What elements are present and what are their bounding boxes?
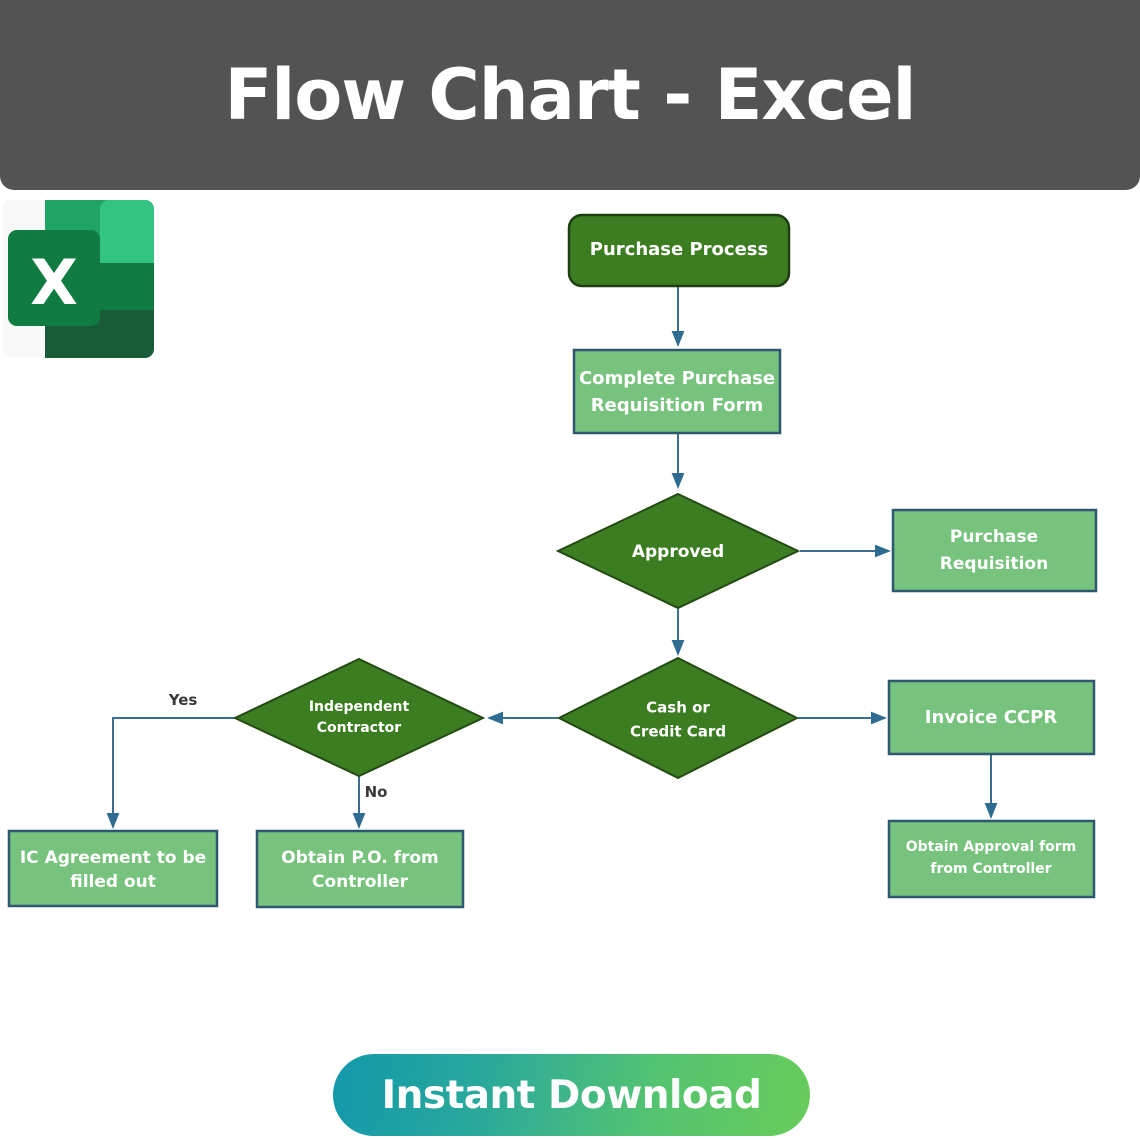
connector-group (106, 286, 998, 829)
node-ic-agreement[interactable]: IC Agreement to be filled out (7, 829, 219, 908)
node-purchase-requisition-line2: Requisition (940, 554, 1048, 574)
excel-logo: X (0, 197, 158, 362)
node-obtain-approval-form-from-controller-line1: Obtain Approval form (906, 839, 1077, 855)
node-cash-or-credit-card-line2: Credit Card (630, 723, 726, 741)
node-obtain-po-from-controller-shape[interactable] (255, 829, 465, 909)
node-obtain-po-from-controller-line1: Obtain P.O. from (281, 848, 439, 868)
node-obtain-approval-form-from-controller-line2: from Controller (930, 861, 1051, 877)
edge-label-yes: Yes (168, 691, 198, 709)
node-purchase-process-shape[interactable] (567, 213, 791, 288)
node-independent-contractor-line1: Independent (309, 699, 410, 715)
node-purchase-process-label: Purchase Process (590, 239, 768, 260)
node-obtain-po-from-controller[interactable]: Obtain P.O. from Controller (255, 829, 465, 909)
node-purchase-process[interactable]: Purchase Process (567, 213, 791, 288)
node-cash-or-credit-card[interactable]: Cash or Credit Card (556, 656, 800, 780)
node-complete-purchase-requisition-form-line2: Requisition Form (591, 395, 764, 416)
node-ic-agreement-line1: IC Agreement to be (20, 848, 206, 868)
node-independent-contractor-shape[interactable] (232, 657, 486, 778)
node-approved-shape[interactable] (555, 492, 801, 610)
node-obtain-approval-form-from-controller[interactable]: Obtain Approval form from Controller (887, 819, 1096, 899)
node-complete-purchase-requisition-form-line1: Complete Purchase (579, 368, 775, 389)
node-ic-agreement-line2: filled out (70, 872, 156, 892)
node-obtain-po-from-controller-line2: Controller (312, 872, 409, 892)
header-banner: Flow Chart - Excel (0, 0, 1140, 190)
excel-logo-icon: X (2, 200, 154, 358)
node-invoice-ccpr-label: Invoice CCPR (925, 707, 1058, 728)
node-invoice-ccpr[interactable]: Invoice CCPR (887, 679, 1096, 756)
node-invoice-ccpr-shape[interactable] (887, 679, 1096, 756)
edge-contractor-yes-to-ic-agreement (106, 717, 235, 829)
node-approved-label: Approved (632, 542, 724, 562)
flowchart-canvas: Yes No Purchase Process Complete Purchas… (0, 190, 1140, 950)
node-cash-or-credit-card-shape[interactable] (556, 656, 800, 780)
edge-label-no: No (365, 783, 388, 801)
node-obtain-approval-form-from-controller-shape[interactable] (887, 819, 1096, 899)
page-title: Flow Chart - Excel (224, 54, 916, 136)
node-cash-or-credit-card-line1: Cash or (646, 699, 710, 717)
node-independent-contractor-line2: Contractor (317, 720, 402, 736)
node-complete-purchase-requisition-form[interactable]: Complete Purchase Requisition Form (572, 348, 782, 435)
excel-logo-letter: X (30, 246, 78, 319)
node-purchase-requisition-shape[interactable] (891, 508, 1098, 593)
node-approved[interactable]: Approved (555, 492, 801, 610)
node-purchase-requisition-line1: Purchase (950, 527, 1038, 547)
instant-download-label: Instant Download (381, 1072, 762, 1118)
node-purchase-requisition[interactable]: Purchase Requisition (891, 508, 1098, 593)
node-ic-agreement-shape[interactable] (7, 829, 219, 908)
node-complete-purchase-requisition-form-shape[interactable] (572, 348, 782, 435)
instant-download-button[interactable]: Instant Download (333, 1054, 810, 1136)
node-independent-contractor[interactable]: Independent Contractor (232, 657, 486, 778)
